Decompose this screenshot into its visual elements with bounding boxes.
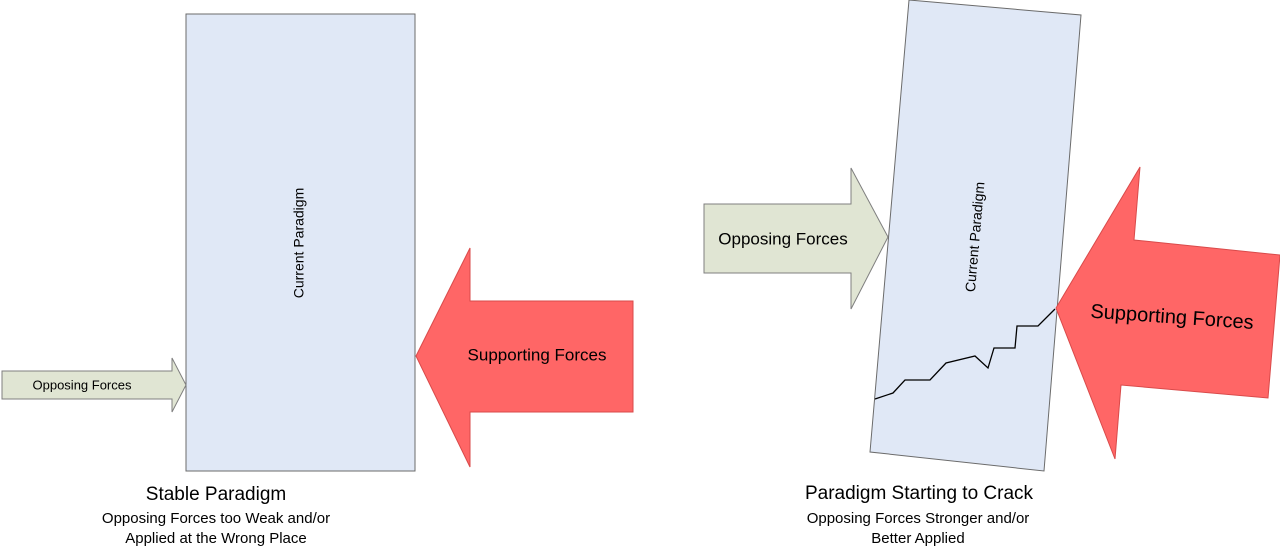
stable-supporting-arrow: [415, 247, 634, 468]
stable-title: Stable Paradigm: [146, 484, 286, 505]
cracking-opposing-label: Opposing Forces: [718, 229, 847, 248]
stable-supporting-label: Supporting Forces: [468, 345, 607, 364]
stable-caption-line2: Applied at the Wrong Place: [125, 530, 307, 547]
cracking-caption-line1: Opposing Forces Stronger and/or: [807, 510, 1030, 527]
stable-paradigm-box: [185, 13, 416, 472]
cracking-paradigm-panel: Current Paradigm Opposing Forces Support…: [703, 0, 1280, 547]
cracking-caption-line2: Better Applied: [871, 530, 964, 547]
cracking-paradigm-box: [869, 0, 1082, 472]
cracking-title: Paradigm Starting to Crack: [805, 483, 1034, 504]
stable-caption-line1: Opposing Forces too Weak and/or: [102, 510, 330, 527]
cracking-opposing-arrow: [703, 167, 889, 310]
crack-line: [874, 308, 1056, 400]
stable-opposing-arrow: [1, 357, 187, 413]
stable-paradigm-label: Current Paradigm: [291, 188, 307, 299]
stable-paradigm-panel: Current Paradigm Opposing Forces Support…: [1, 13, 634, 547]
cracking-supporting-arrow: [1055, 166, 1280, 460]
stable-opposing-label: Opposing Forces: [33, 377, 132, 392]
